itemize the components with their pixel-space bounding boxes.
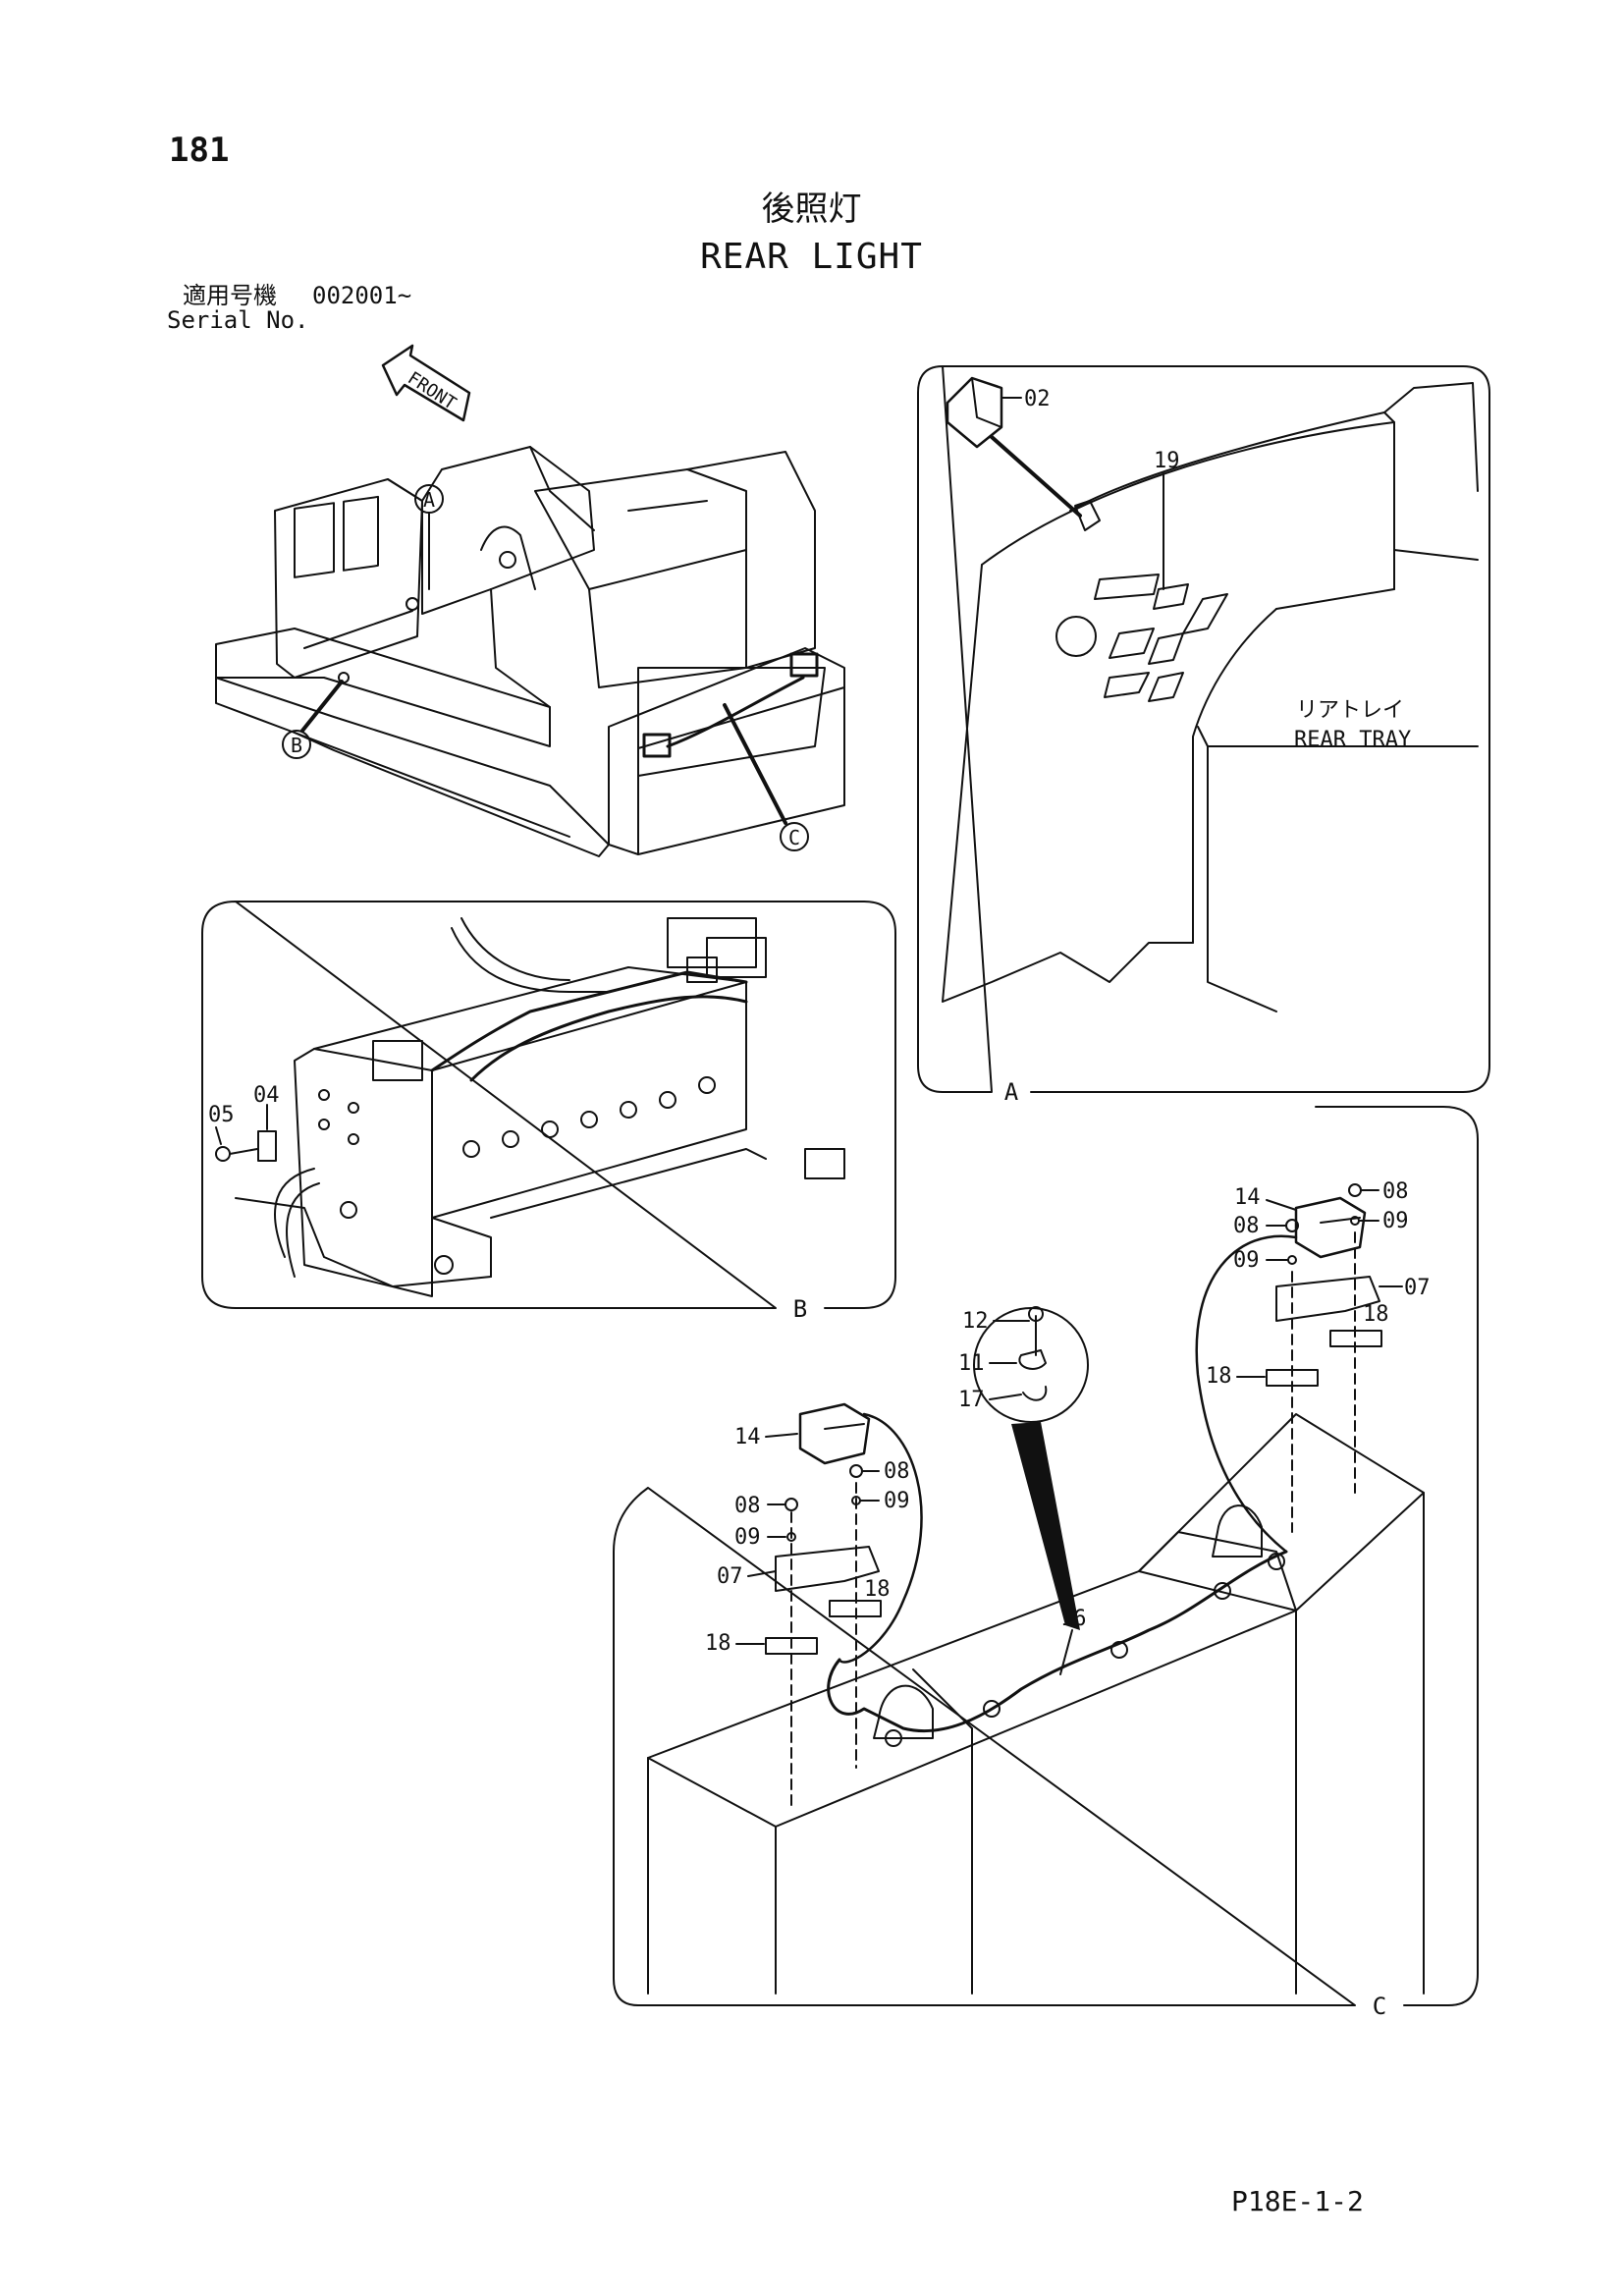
part-label-02: 02 <box>1024 387 1051 411</box>
rear-tray-label: REAR TRAY <box>1294 728 1411 752</box>
part-label-05: 05 <box>208 1103 235 1127</box>
part-label-08-left-lower: 08 <box>734 1494 761 1518</box>
part-label-08-left-upper: 08 <box>884 1459 910 1484</box>
part-label-16: 16 <box>1060 1607 1087 1631</box>
document-code: P18E-1-2 <box>1231 2185 1364 2217</box>
view-b-panel: B 04 <box>201 901 896 1323</box>
part-label-08-right-upper: 08 <box>1382 1179 1409 1204</box>
part-label-07-right: 07 <box>1404 1276 1431 1300</box>
callout-b-label: B <box>291 734 302 757</box>
page-title-japanese: 後照灯 <box>761 190 862 229</box>
part-label-08-right-lower: 08 <box>1233 1214 1260 1238</box>
part-label-19: 19 <box>1154 449 1180 473</box>
callout-a-label: A <box>423 488 435 512</box>
view-a-panel: A リアトレイ REAR TRAY 02 19 <box>917 365 1490 1106</box>
part-label-14-right: 14 <box>1234 1185 1261 1210</box>
view-c-panel: C 12 11 17 14 <box>613 1106 1479 2020</box>
part-label-09-left-lower: 09 <box>734 1525 761 1550</box>
part-label-09-right-upper: 09 <box>1382 1209 1409 1233</box>
part-label-04: 04 <box>253 1083 280 1108</box>
serial-number-value: 002001~ <box>312 282 412 309</box>
part-label-18-right-lower: 18 <box>1206 1364 1232 1389</box>
serial-label-japanese: 適用号機 <box>183 282 277 309</box>
part-label-09-right-lower: 09 <box>1233 1248 1260 1273</box>
part-label-17: 17 <box>958 1388 985 1412</box>
part-label-07-left: 07 <box>717 1564 743 1589</box>
part-label-14-left: 14 <box>734 1425 761 1449</box>
page-title: REAR LIGHT <box>700 237 923 277</box>
part-label-18-left-upper: 18 <box>864 1577 891 1602</box>
machine-overview: FRONT A <box>215 344 845 857</box>
view-a-label: A <box>1004 1078 1019 1106</box>
view-c-label: C <box>1373 1993 1386 2020</box>
front-arrow-icon: FRONT <box>381 344 471 422</box>
rear-tray-label-japanese: リアトレイ <box>1296 698 1404 723</box>
part-label-18-left-lower: 18 <box>705 1631 731 1656</box>
part-label-12: 12 <box>962 1309 989 1334</box>
serial-label: Serial No. <box>167 306 309 334</box>
page-number: 181 <box>169 131 230 170</box>
callout-c-label: C <box>788 826 800 849</box>
front-label: FRONT <box>404 368 460 414</box>
part-label-11: 11 <box>958 1351 985 1376</box>
view-b-label: B <box>793 1295 807 1323</box>
part-label-09-left-upper: 09 <box>884 1489 910 1513</box>
part-label-18-right-upper: 18 <box>1363 1302 1389 1327</box>
